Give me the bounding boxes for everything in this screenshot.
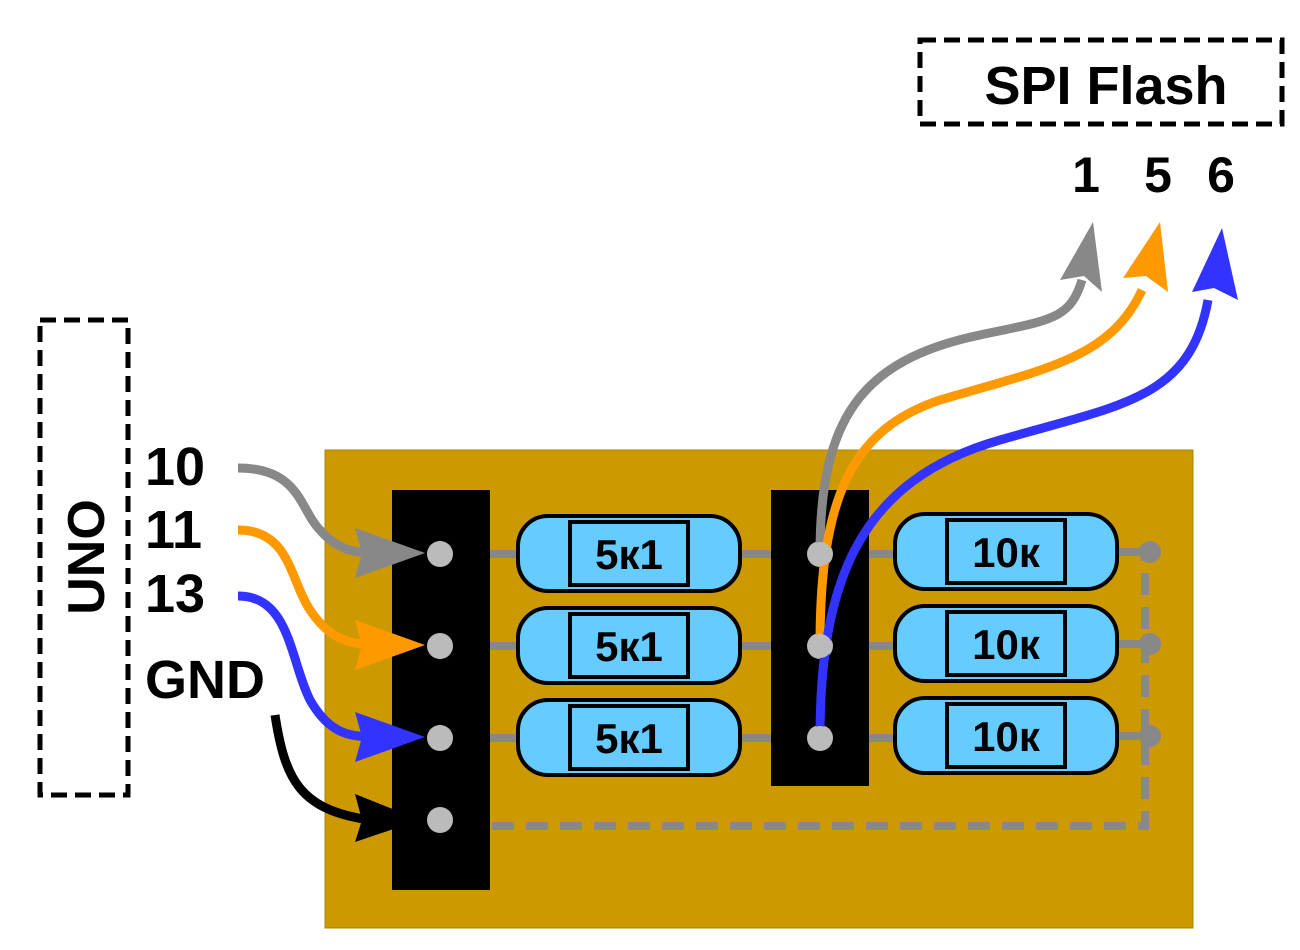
resistor-label: 10к [972, 621, 1041, 668]
uno-box [37, 317, 131, 798]
uno-pin-11-label: 11 [145, 500, 202, 560]
resistor-10k-3: 10к [893, 696, 1119, 775]
wire-pin11-arrowhead [355, 620, 425, 670]
wire-pin10 [237, 463, 381, 558]
mid-pad-overlay [808, 542, 832, 566]
wire-spi-pin1 [815, 278, 1087, 555]
resistor-5k1-2: 5к1 [516, 606, 742, 685]
uno-pin-13-label: 13 [145, 564, 205, 624]
resistor-10k-2: 10к [893, 604, 1119, 683]
wire-spi-pin6-arrowhead [1192, 228, 1238, 300]
bus-node [1139, 541, 1161, 563]
wire-gnd-arrowhead [355, 794, 420, 842]
uno-pin-gnd-label: GND [145, 650, 265, 710]
resistor-label: 10к [972, 529, 1041, 576]
spi-pin-6-label: 6 [1207, 147, 1235, 203]
wire-spi-pin1-arrowhead [1060, 222, 1102, 292]
resistor-label: 5к1 [595, 531, 663, 578]
uno-pin-10-label: 10 [145, 437, 205, 497]
wire-gnd [270, 714, 371, 825]
uno-title: UNO [58, 499, 116, 615]
wire-pin11 [237, 525, 381, 650]
wire-spi-pin6 [815, 299, 1213, 739]
wire-pin10-arrowhead [355, 528, 425, 578]
wire-spi-pin5-arrowhead [1123, 222, 1168, 292]
resistor-label: 10к [972, 713, 1041, 760]
spi-flash-box [917, 37, 1285, 127]
mid-pad-overlay [808, 634, 832, 658]
header-pad-gnd [427, 807, 453, 833]
resistor-5k1-1: 5к1 [516, 514, 742, 593]
header-pad-13 [427, 725, 453, 751]
bus-node [1139, 633, 1161, 655]
spi-pin-1-label: 1 [1072, 147, 1100, 203]
spi-flash-title: SPI Flash [984, 56, 1227, 116]
resistor-label: 5к1 [595, 623, 663, 670]
spi-pin-5-label: 5 [1144, 147, 1172, 203]
wire-spi-pin5 [815, 288, 1147, 647]
mid-pad-overlay [808, 726, 832, 750]
resistor-10k-1: 10к [893, 512, 1119, 591]
wire-pin13 [237, 591, 381, 742]
header-pad-11 [427, 633, 453, 659]
resistor-label: 5к1 [595, 715, 663, 762]
wire-pin13-arrowhead [355, 712, 425, 762]
resistor-5k1-3: 5к1 [516, 698, 742, 777]
header-pad-10 [427, 541, 453, 567]
bus-node [1139, 725, 1161, 747]
